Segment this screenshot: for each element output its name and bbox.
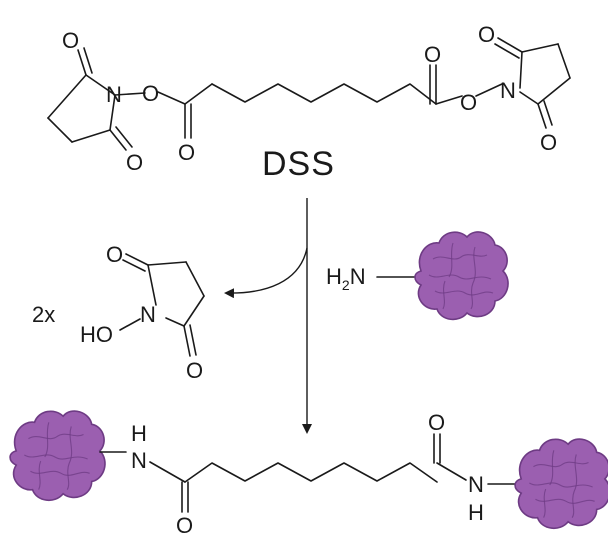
atom-o-left-top: O xyxy=(62,28,79,53)
left-succinimide-ring xyxy=(47,47,146,151)
nhs-o-bottom: O xyxy=(186,358,203,383)
atom-n-right: N xyxy=(500,78,516,103)
atom-o-right-nhs-ester: O xyxy=(460,90,477,115)
atom-o-right-top: O xyxy=(478,22,495,47)
suberate-chain xyxy=(157,64,463,139)
protein-blob-reagent xyxy=(414,231,509,321)
product-h-right: H xyxy=(468,500,484,525)
dss-molecule: O N O O O O O N O O DSS xyxy=(47,22,571,183)
product-o-left: O xyxy=(176,513,193,534)
byproduct-arrow xyxy=(224,247,308,299)
crosslinked-product: H N O O N H xyxy=(9,410,608,534)
atom-n-left: N xyxy=(106,82,122,107)
atom-o-right-bottom: O xyxy=(540,130,557,155)
atom-o-left-carbonyl: O xyxy=(178,140,195,165)
product-h-left: H xyxy=(131,421,147,446)
nhs-byproduct: 2x O N HO O xyxy=(32,242,205,383)
dss-label: DSS xyxy=(262,145,335,183)
protein-blob-right xyxy=(514,438,608,530)
nhs-hydroxyl: HO xyxy=(80,322,113,347)
product-n-right: N xyxy=(468,472,484,497)
protein-amine-reagent: H2N xyxy=(326,231,509,321)
nhs-o-top: O xyxy=(106,242,123,267)
atom-o-left-bottom: O xyxy=(126,150,143,175)
product-n-left: N xyxy=(131,448,147,473)
nhs-n: N xyxy=(140,302,156,327)
multiplier-label: 2x xyxy=(32,302,55,327)
amine-label: H2N xyxy=(326,264,366,293)
protein-blob-left xyxy=(9,410,106,502)
right-succinimide-ring xyxy=(475,37,571,129)
product-o-right: O xyxy=(428,410,445,435)
atom-o-left-nhs-ester: O xyxy=(142,81,159,106)
atom-o-right-carbonyl: O xyxy=(424,42,441,67)
